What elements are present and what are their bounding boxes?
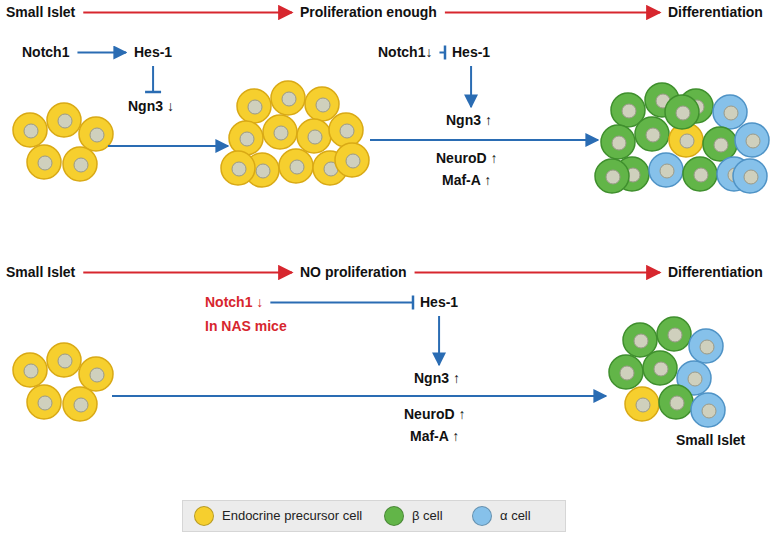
cell-symbol	[47, 103, 81, 137]
legend-swatch	[384, 506, 404, 526]
regulation-arrow	[83, 11, 292, 13]
cell-symbol	[691, 393, 725, 427]
text-label: Differentiation	[668, 264, 763, 281]
cell-symbol	[271, 81, 305, 115]
cell-symbol	[335, 143, 369, 177]
regulation-arrow	[83, 271, 292, 273]
cell-symbol	[79, 117, 113, 151]
text-label: Proliferation enough	[300, 4, 437, 21]
regulation-arrow	[415, 271, 660, 273]
regulation-arrow	[444, 46, 447, 60]
text-label: Small Islet	[6, 4, 75, 21]
cell-symbol	[609, 355, 643, 389]
cell-symbol	[279, 149, 313, 183]
text-label: Notch1	[22, 44, 69, 61]
text-label: Small Islet	[676, 432, 745, 449]
cell-symbol	[13, 113, 47, 147]
text-label: Maf-A ↑	[410, 428, 459, 445]
legend-swatch	[472, 506, 492, 526]
cell-symbol	[703, 127, 737, 161]
cell-symbol	[713, 95, 747, 129]
cell-symbol	[657, 317, 691, 351]
cell-symbol	[643, 351, 677, 385]
regulation-arrow	[270, 302, 413, 304]
cell-symbol	[689, 329, 723, 363]
cell-symbol	[735, 123, 769, 157]
text-label: NO proliferation	[300, 264, 407, 281]
text-label: NeuroD ↑	[404, 406, 465, 423]
legend-label: α cell	[500, 508, 531, 524]
cell-symbol	[27, 385, 61, 419]
text-label: Small Islet	[6, 264, 75, 281]
cell-symbol	[635, 117, 669, 151]
regulation-arrow	[445, 11, 660, 13]
process-arrow	[370, 139, 598, 141]
cell-symbol	[305, 87, 339, 121]
cell-symbol	[683, 157, 717, 191]
text-label: Ngn3 ↑	[446, 112, 492, 129]
text-label: Hes-1	[420, 294, 458, 311]
text-label: Differentiation	[668, 4, 763, 21]
text-label: Ngn3 ↓	[128, 98, 174, 115]
text-label: Hes-1	[452, 44, 490, 61]
cell-symbol	[649, 153, 683, 187]
regulation-arrow	[152, 66, 154, 92]
cell-symbol	[733, 159, 767, 193]
cell-symbol	[221, 151, 255, 185]
cell-symbol	[63, 147, 97, 181]
text-label: Notch1↓	[378, 44, 432, 61]
cell-symbol	[47, 343, 81, 377]
process-arrow	[108, 145, 228, 147]
cell-symbol	[63, 387, 97, 421]
regulation-arrow	[470, 66, 472, 107]
cell-symbol	[659, 385, 693, 419]
text-label: NeuroD ↑	[436, 150, 497, 167]
text-label: Ngn3 ↑	[414, 370, 460, 387]
cell-symbol	[595, 159, 629, 193]
cell-symbol	[623, 323, 657, 357]
process-arrow	[112, 395, 606, 397]
cell-symbol	[27, 145, 61, 179]
text-label: Notch1 ↓	[205, 294, 263, 311]
text-label: In NAS mice	[205, 318, 287, 335]
regulation-arrow	[145, 91, 161, 94]
cell-symbol	[625, 387, 659, 421]
cell-symbol	[237, 89, 271, 123]
legend-label: Endocrine precursor cell	[222, 508, 362, 524]
cell-symbol	[665, 95, 699, 129]
text-label: Maf-A ↑	[442, 172, 491, 189]
cell-symbol	[79, 357, 113, 391]
cell-symbol	[263, 115, 297, 149]
legend-label: β cell	[412, 508, 443, 524]
cell-symbol	[601, 125, 635, 159]
cell-symbol	[13, 353, 47, 387]
regulation-arrow	[412, 296, 415, 310]
regulation-arrow	[438, 316, 440, 365]
text-label: Hes-1	[134, 44, 172, 61]
regulation-arrow	[77, 52, 126, 54]
cell-symbol	[297, 119, 331, 153]
legend-swatch	[194, 506, 214, 526]
cell-symbol	[329, 113, 363, 147]
cell-symbol	[229, 121, 263, 155]
